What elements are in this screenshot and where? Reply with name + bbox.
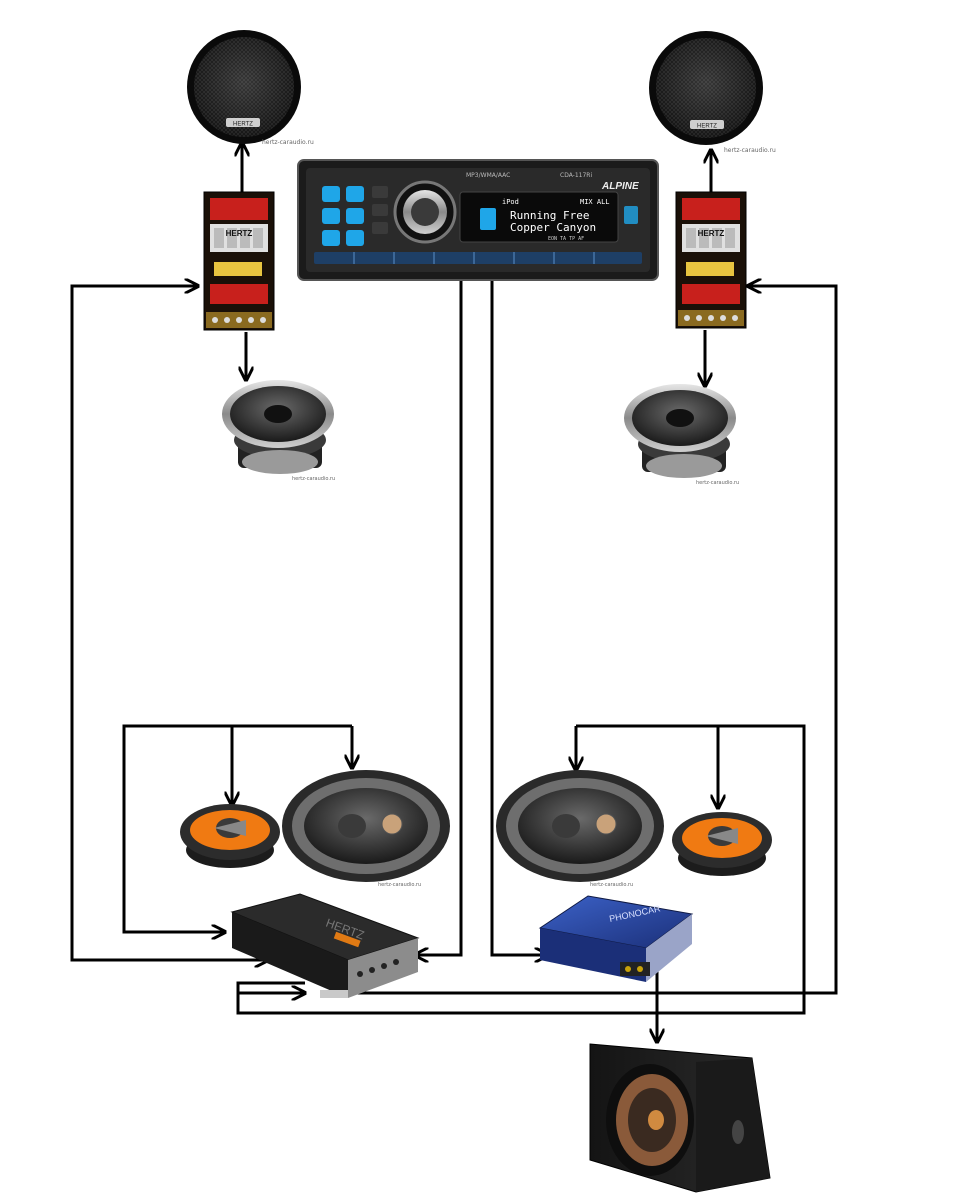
midbass-left-icon: hertz-caraudio.ru	[222, 380, 335, 482]
watermark-tweeter-right: hertz-caraudio.ru	[724, 147, 776, 154]
display-status: EON TA TP AF	[548, 236, 584, 242]
crossover-left-brand: HERTZ	[226, 229, 253, 238]
midbass-right-icon: hertz-caraudio.ru	[624, 384, 739, 486]
tweeter-left-icon: HERTZ hertz-caraudio.ru	[187, 30, 314, 146]
watermark-midbass-right: hertz-caraudio.ru	[696, 480, 739, 486]
oval-left-icon: hertz-caraudio.ru	[282, 770, 450, 888]
display-track: Running Free	[510, 209, 589, 222]
coaxial-right-icon	[672, 812, 772, 876]
crossover-right-icon: HERTZ	[675, 191, 747, 329]
wire-right-loop-to-right-crossover	[355, 286, 838, 995]
watermark-tweeter-left: hertz-caraudio.ru	[262, 139, 314, 146]
head-unit: MP3/WMA/AAC CDA-117Ri ALPINE iPod MIX AL…	[297, 159, 659, 281]
wire-headunit-to-right-amp	[490, 280, 548, 955]
tweeter-right-icon: HERTZ hertz-caraudio.ru	[649, 31, 776, 154]
watermark-midbass-left: hertz-caraudio.ru	[292, 476, 335, 482]
amplifier-right-icon: PHONOCAR	[538, 895, 694, 982]
display-mode: MIX ALL	[580, 198, 610, 206]
subwoofer-box-icon	[589, 1043, 771, 1193]
crossover-left-icon: HERTZ	[203, 191, 275, 331]
crossover-right-brand: HERTZ	[698, 229, 725, 238]
tweeter-right-brand: HERTZ	[697, 124, 717, 130]
coaxial-left-icon	[180, 804, 280, 868]
watermark-oval-left: hertz-caraudio.ru	[378, 882, 421, 888]
wire-right-front-speakers-loop	[236, 724, 806, 1015]
head-unit-model-line: MP3/WMA/AAC	[466, 172, 510, 179]
head-unit-brand: ALPINE	[601, 181, 639, 192]
wires	[70, 143, 838, 1042]
oval-right-icon: hertz-caraudio.ru	[496, 770, 664, 888]
head-unit-model: CDA-117Ri	[560, 172, 592, 179]
display-source: iPod	[502, 198, 519, 206]
amplifier-left-icon: HERTZ	[230, 893, 420, 998]
wire-headunit-to-left-amp	[415, 280, 463, 955]
tweeter-left-brand: HERTZ	[233, 122, 253, 128]
watermark-oval-right: hertz-caraudio.ru	[590, 882, 633, 888]
display-album: Copper Canyon	[510, 221, 596, 234]
